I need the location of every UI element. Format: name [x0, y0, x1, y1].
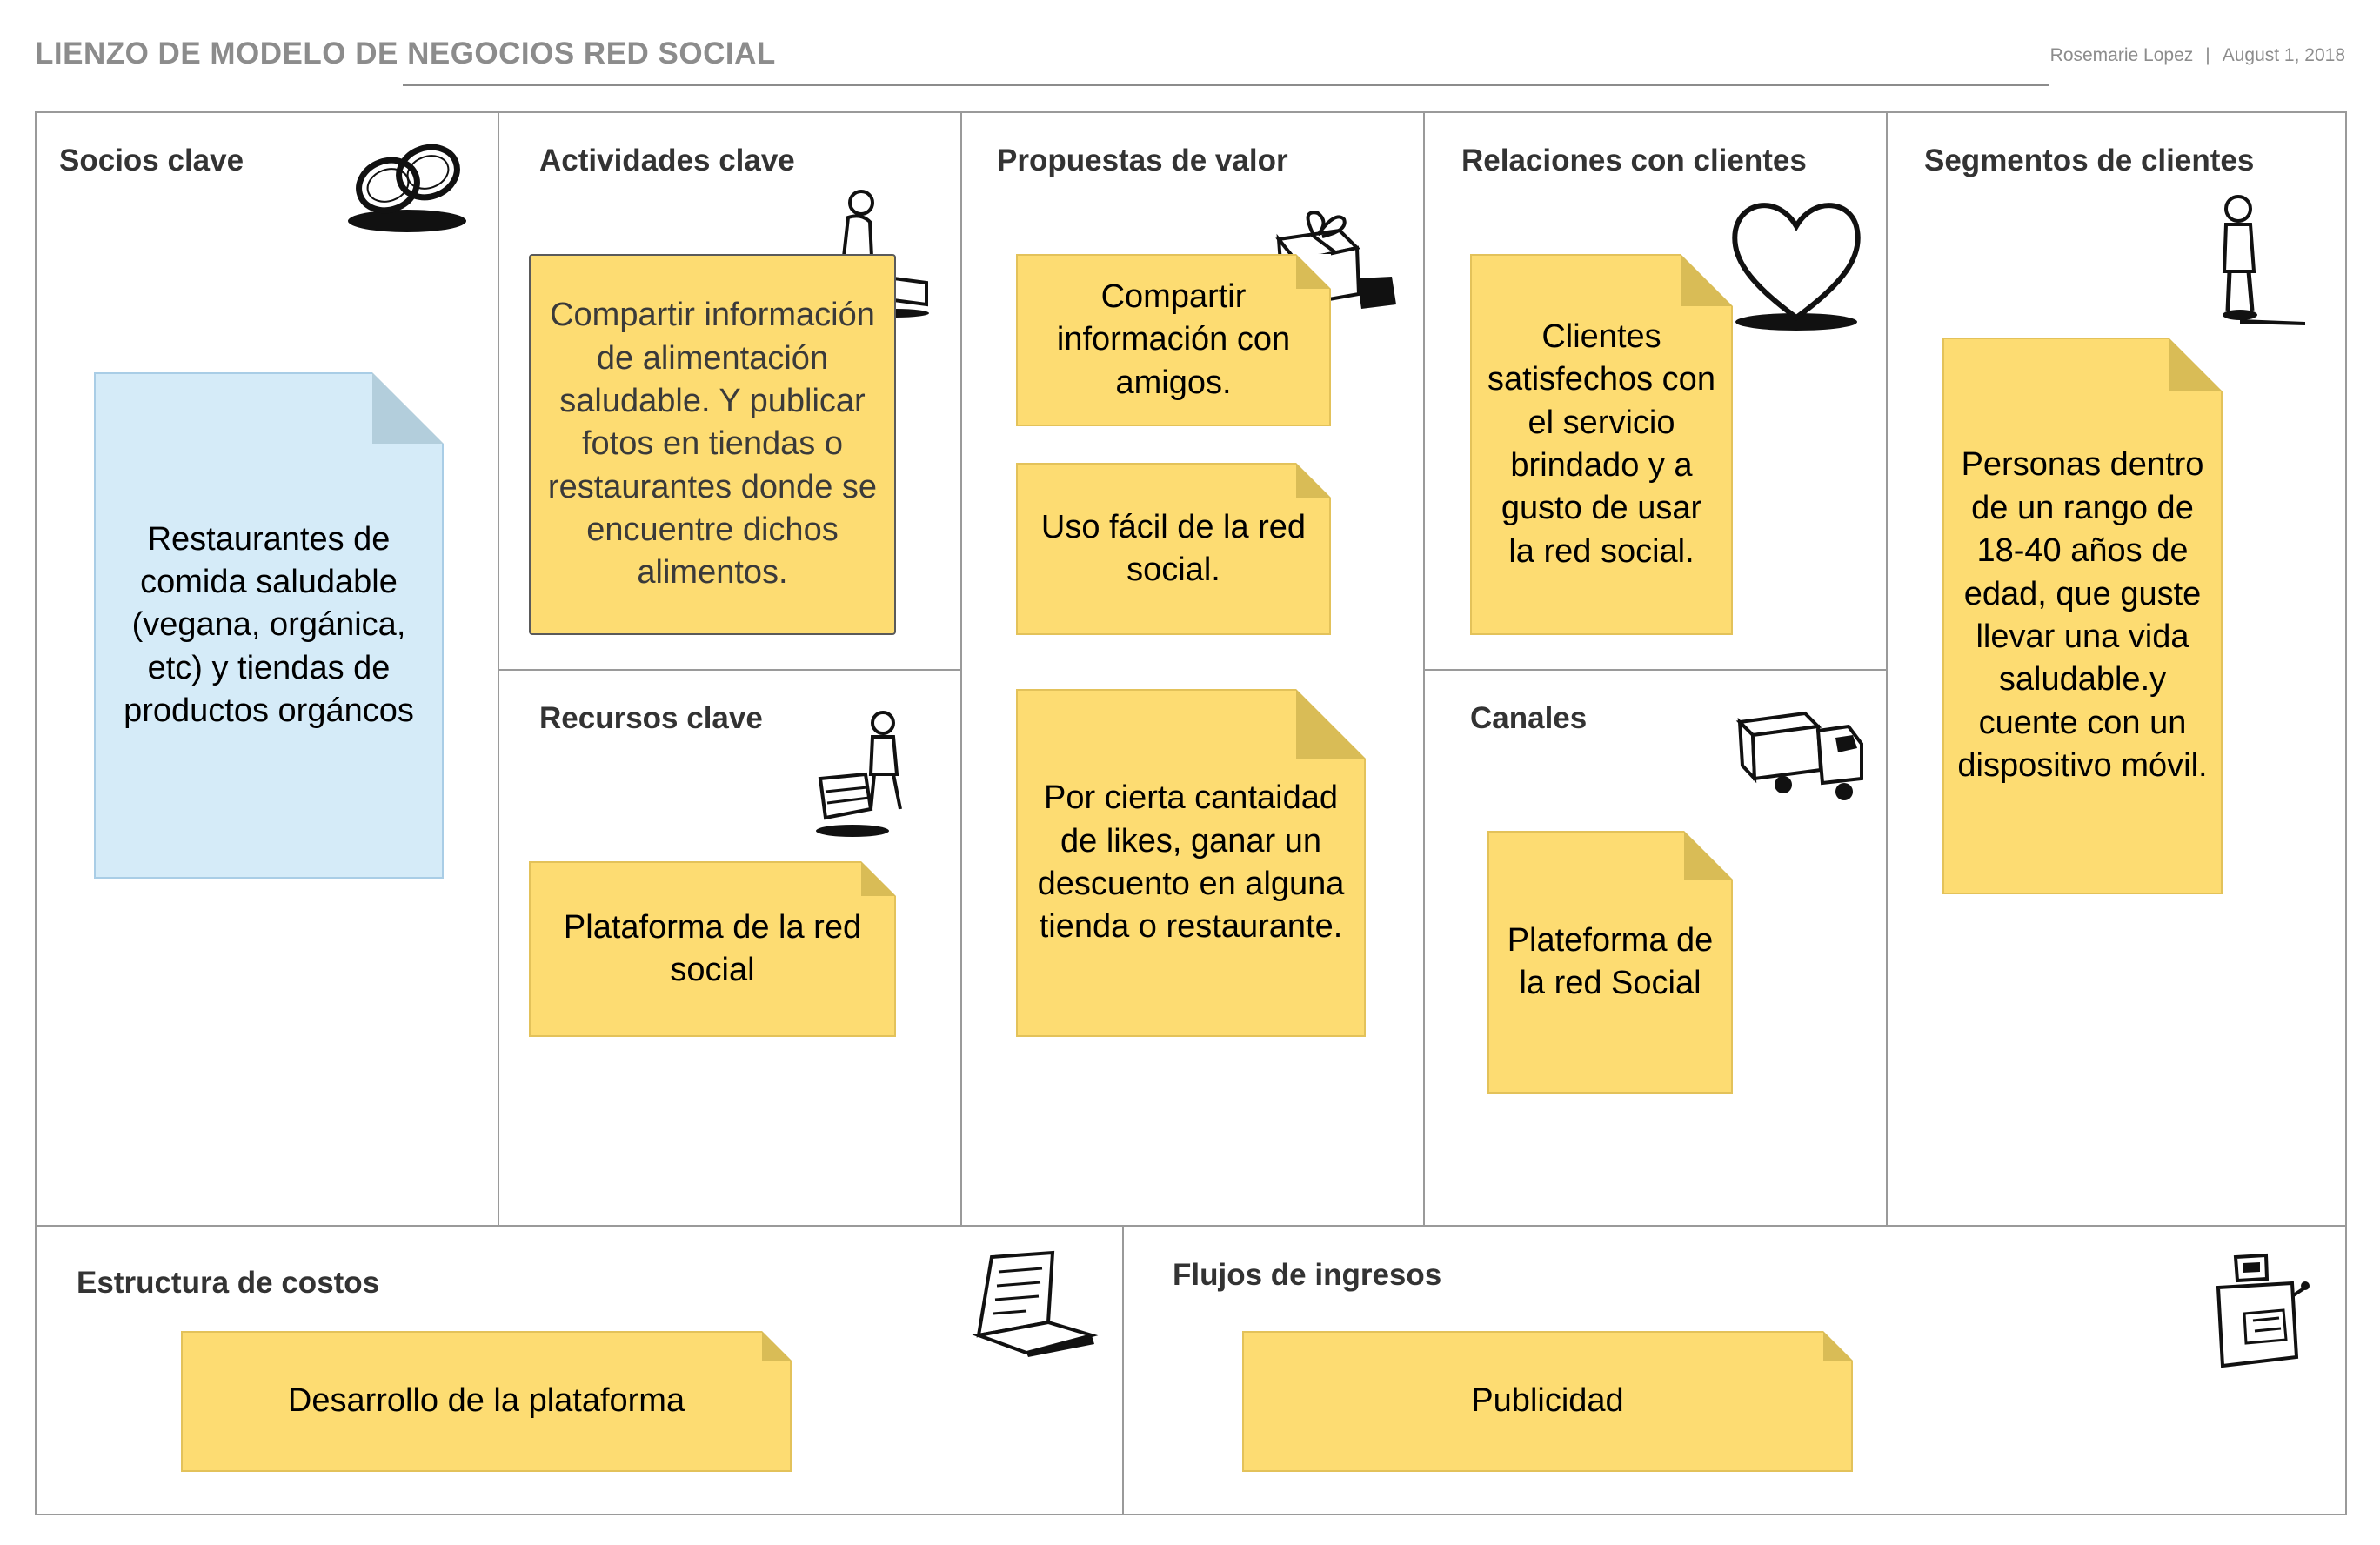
note-text: Plateforma de la red Social: [1507, 921, 1714, 1001]
person-standing-icon: [2205, 193, 2310, 328]
section-title-propuestas-de-valor: Propuestas de valor: [997, 144, 1288, 177]
note-text: Clientes satisfechos con el servicio bri…: [1488, 318, 1715, 570]
section-title-socios-clave: Socios clave: [59, 144, 244, 177]
note-fold: [1296, 463, 1331, 498]
section-title-segmentos-de-clientes: Segmentos de clientes: [1924, 144, 2255, 177]
note-text: Publicidad: [1471, 1382, 1624, 1420]
note-fold: [2169, 338, 2223, 391]
note-text: Por cierta cantaidad de likes, ganar un …: [1037, 779, 1345, 946]
sticky-note-costos[interactable]: Desarrollo de la plataforma: [181, 1331, 792, 1472]
note-fold: [1684, 831, 1733, 880]
sticky-note-ingresos[interactable]: Publicidad: [1242, 1331, 1853, 1472]
title-underline: [403, 84, 2049, 86]
note-text: Restaurantes de comida saludable (vegana…: [124, 520, 414, 730]
truck-icon: [1735, 705, 1866, 809]
note-text: Desarrollo de la plataforma: [287, 1382, 685, 1420]
invoice-icon: [966, 1250, 1099, 1357]
sticky-note-propuesta-1[interactable]: Compartir información con amigos.: [1016, 254, 1331, 426]
note-fold: [861, 861, 896, 896]
note-text: Personas dentro de un rango de 18-40 año…: [1957, 446, 2208, 785]
rings-icon: [346, 137, 475, 237]
note-text: Compartir información con amigos.: [1056, 278, 1291, 401]
author-name: Rosemarie Lopez: [2049, 45, 2194, 65]
cash-register-icon: [2210, 1253, 2310, 1379]
sticky-note-propuesta-3[interactable]: Por cierta cantaidad de likes, ganar un …: [1016, 689, 1366, 1037]
sticky-note-relaciones[interactable]: Clientes satisfechos con el servicio bri…: [1470, 254, 1733, 635]
note-fold: [1823, 1331, 1853, 1361]
section-title-estructura-de-costos: Estructura de costos: [77, 1266, 380, 1300]
sticky-note-propuesta-2[interactable]: Uso fácil de la red social.: [1016, 463, 1331, 635]
note-fold: [762, 1331, 792, 1361]
note-fold: [1296, 254, 1331, 289]
section-title-recursos-clave: Recursos clave: [539, 701, 763, 735]
section-title-relaciones-con-clientes: Relaciones con clientes: [1461, 144, 1807, 177]
section-title-actividades-clave: Actividades clave: [539, 144, 795, 177]
sticky-note-canales[interactable]: Plateforma de la red Social: [1488, 831, 1733, 1094]
heart-icon: [1731, 196, 1862, 335]
document-meta: Rosemarie Lopez | August 1, 2018: [2050, 45, 2345, 66]
section-title-flujos-de-ingresos: Flujos de ingresos: [1173, 1258, 1442, 1292]
sticky-note-recursos-clave[interactable]: Plataforma de la red social: [529, 861, 896, 1037]
sticky-note-socios-clave[interactable]: Restaurantes de comida saludable (vegana…: [94, 372, 444, 879]
canvas-title: LIENZO DE MODELO DE NEGOCIOS RED SOCIAL: [35, 37, 776, 70]
section-title-canales: Canales: [1470, 701, 1588, 735]
note-text: Plataforma de la red social: [563, 908, 862, 988]
meta-separator: |: [2205, 45, 2210, 65]
sticky-note-actividades-clave[interactable]: Compartir información de alimentación sa…: [529, 254, 896, 635]
note-fold: [1296, 689, 1366, 759]
document-date: August 1, 2018: [2222, 45, 2345, 65]
sticky-note-segmentos[interactable]: Personas dentro de un rango de 18-40 año…: [1942, 338, 2223, 894]
note-text: Compartir información de alimentación sa…: [547, 297, 878, 592]
note-fold: [1681, 254, 1733, 306]
note-text: Uso fácil de la red social.: [1040, 508, 1307, 588]
note-fold: [372, 372, 444, 444]
person-with-cart-icon: [813, 709, 926, 839]
